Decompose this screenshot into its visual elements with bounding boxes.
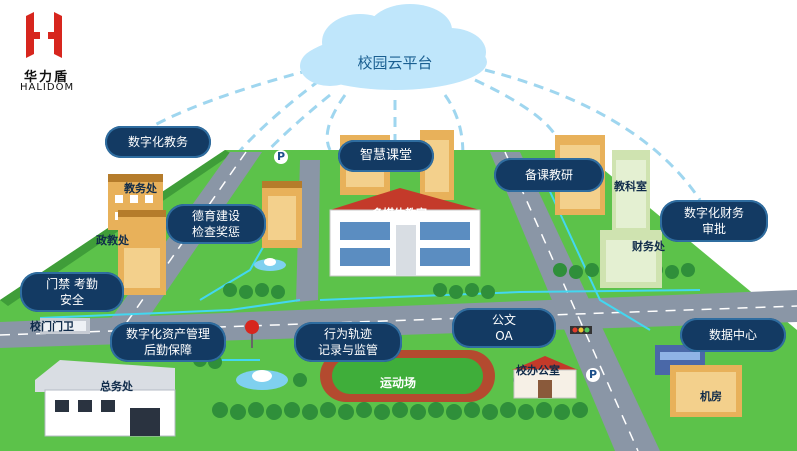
pill-asset-line2: 后勤保障	[143, 343, 192, 357]
pill-doc-line2: OA	[495, 329, 513, 343]
parking-sign-bottom: P	[586, 368, 600, 382]
pill-document-oa[interactable]: 公文 OA	[452, 308, 556, 348]
label-science-room: 教科室	[614, 180, 647, 193]
pill-behavior-tracking[interactable]: 行为轨迹 记录与监管	[294, 322, 402, 362]
pill-behavior-line1: 行为轨迹	[323, 327, 372, 341]
label-general-affairs: 总务处	[100, 380, 133, 393]
building-principal-office	[512, 356, 578, 399]
pill-moral-line2: 检查奖惩	[191, 225, 240, 239]
pill-gate-line2: 安全	[59, 293, 84, 307]
label-stadium: 运动场	[380, 376, 417, 390]
pill-access-control[interactable]: 门禁 考勤 安全	[20, 272, 124, 312]
label-principal-office: 校办公室	[516, 364, 560, 377]
pill-gate-line1: 门禁 考勤	[46, 277, 98, 291]
parking-sign-top: P	[274, 150, 288, 164]
pill-asset-line1: 数字化资产管理	[125, 327, 210, 341]
pill-moral-line1: 德育建设	[191, 209, 240, 223]
halidom-logo-icon	[26, 12, 62, 58]
building-general-affairs	[35, 360, 176, 437]
pill-lesson-prep-text: 备课教研	[524, 168, 573, 182]
pill-digital-teaching[interactable]: 数字化教务	[105, 126, 211, 158]
pill-doc-line1: 公文	[491, 313, 516, 327]
pill-lesson-prep[interactable]: 备课教研	[494, 158, 604, 192]
label-finance-office: 财务处	[632, 240, 665, 253]
fountain-left	[236, 370, 288, 390]
pill-smart-classroom[interactable]: 智慧课堂	[338, 140, 434, 172]
pill-digital-finance[interactable]: 数字化财务 审批	[660, 200, 768, 242]
cloud-platform-label: 校园云平台	[357, 54, 433, 72]
pill-asset-management[interactable]: 数字化资产管理 后勤保障	[110, 322, 226, 362]
label-political-office: 政教处	[96, 234, 129, 247]
label-machine-room: 机房	[700, 390, 722, 403]
building-finance-office	[600, 230, 662, 288]
pill-data-center-text: 数据中心	[708, 328, 757, 342]
pill-digital-teaching-text: 数字化教务	[127, 135, 188, 149]
fountain-top	[254, 258, 286, 271]
pill-data-center[interactable]: 数据中心	[680, 318, 786, 352]
pill-moral-education[interactable]: 德育建设 检查奖惩	[166, 204, 266, 244]
pill-finance-line1: 数字化财务	[683, 206, 744, 220]
building-left-tower	[262, 181, 302, 248]
label-school-gate: 校门门卫	[30, 320, 74, 333]
stadium-track	[320, 350, 495, 402]
logo-name-cn: 华力盾	[24, 70, 70, 85]
stop-sign	[245, 320, 259, 348]
pill-smart-classroom-text: 智慧课堂	[359, 148, 412, 163]
label-multimedia-classroom: 多媒体教室	[372, 207, 427, 220]
traffic-light	[570, 326, 592, 334]
cloud-shape	[300, 4, 487, 90]
building-machine-room	[670, 365, 742, 417]
pill-behavior-line2: 记录与监管	[317, 343, 378, 357]
logo-name-en: HALIDOM	[20, 82, 75, 93]
label-academic-office: 教务处	[124, 182, 157, 195]
pill-finance-line2: 审批	[701, 222, 726, 236]
building-gate	[40, 318, 90, 334]
building-multimedia-classroom	[329, 188, 481, 277]
building-political-office	[118, 210, 166, 295]
